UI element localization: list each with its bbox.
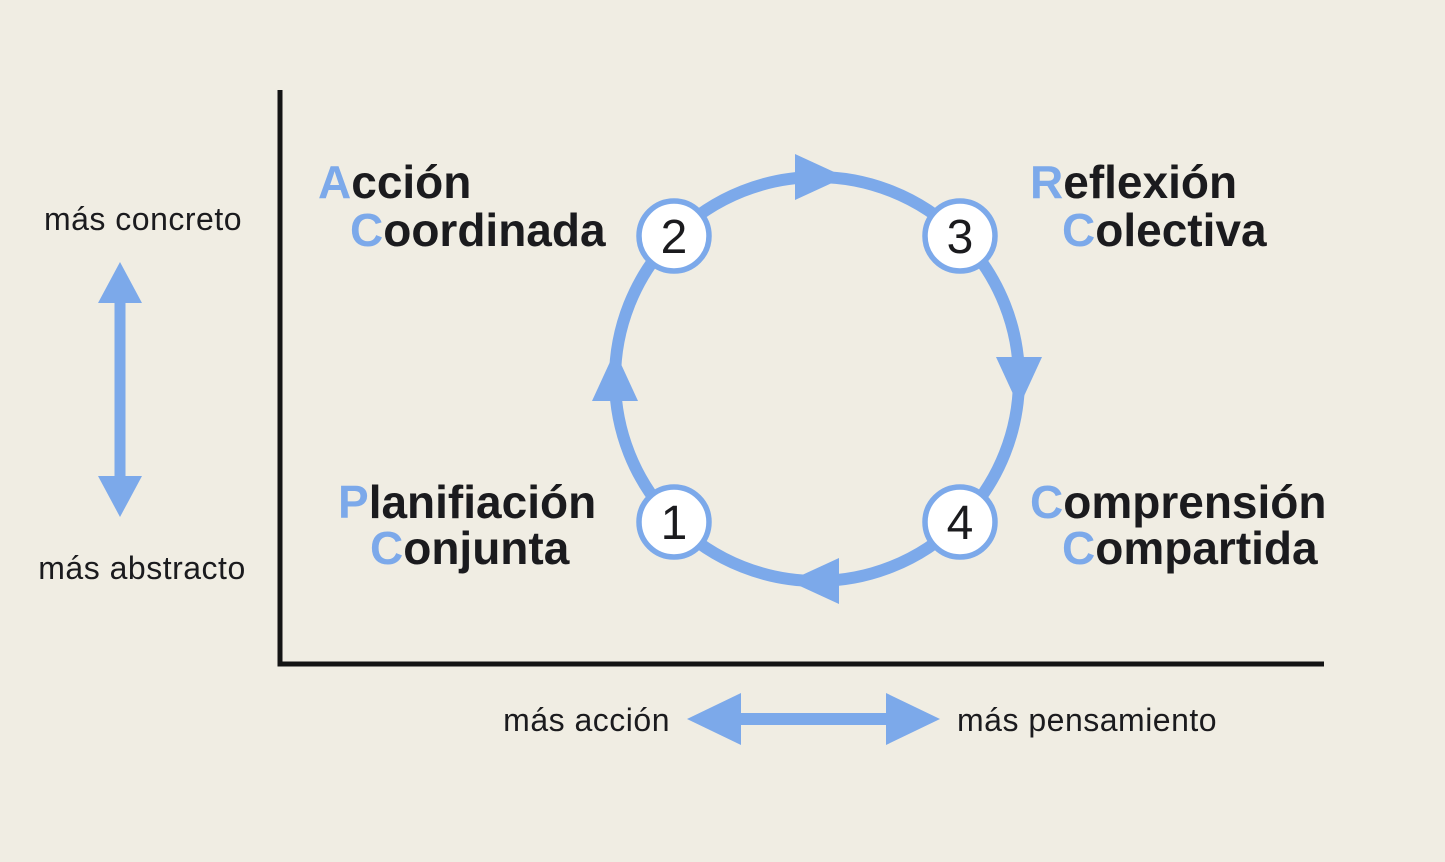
node-2-circle xyxy=(636,198,712,274)
x-axis-left-label: más acción xyxy=(503,702,670,738)
stage-1-line-2: Conjunta xyxy=(370,522,570,574)
stage-label-comprension-compartida: Comprensión Compartida xyxy=(1030,476,1326,574)
horizontal-arrow-right-head-icon xyxy=(886,693,940,745)
stage-2-line-2: Coordinada xyxy=(350,204,606,256)
stage-label-planifiacion-conjunta: Planifiación Conjunta xyxy=(338,476,596,574)
node-4-number: 4 xyxy=(947,497,974,550)
cycle-arrowhead-bottom-icon xyxy=(789,558,839,604)
node-1-number: 1 xyxy=(661,497,688,550)
stage-4-line-2: Compartida xyxy=(1062,522,1318,574)
stage-2-line-2-initial: C xyxy=(350,204,383,256)
stage-2-line-1-rest: cción xyxy=(351,156,471,208)
vertical-axis-arrow-icon xyxy=(98,262,142,517)
stage-3-line-1-initial: R xyxy=(1030,156,1063,208)
stage-3-line-2-rest: olectiva xyxy=(1095,204,1267,256)
stage-3-line-2-initial: C xyxy=(1062,204,1095,256)
node-3-number: 3 xyxy=(947,211,974,264)
cycle-arrowhead-right-icon xyxy=(996,357,1042,407)
stage-3-line-1: Reflexión xyxy=(1030,156,1237,208)
y-axis-bottom-label: más abstracto xyxy=(38,550,245,586)
cycle-node-3: 3 xyxy=(922,198,998,274)
x-axis-right-label: más pensamiento xyxy=(957,702,1217,738)
node-2-number: 2 xyxy=(661,211,688,264)
stage-3-line-2: Colectiva xyxy=(1062,204,1267,256)
vertical-arrow-down-head-icon xyxy=(98,476,142,517)
vertical-arrow-up-head-icon xyxy=(98,262,142,303)
stage-4-line-1-rest: omprensión xyxy=(1063,476,1326,528)
stage-4-line-1: Comprensión xyxy=(1030,476,1326,528)
node-4-circle xyxy=(922,484,998,560)
stage-4-line-2-rest: ompartida xyxy=(1095,522,1318,574)
node-1-circle xyxy=(636,484,712,560)
horizontal-arrow-left-head-icon xyxy=(687,693,741,745)
cycle-arrowhead-top-icon xyxy=(795,154,845,200)
cycle-node-1: 1 xyxy=(636,484,712,560)
stage-4-line-1-initial: C xyxy=(1030,476,1063,528)
y-axis-top-label: más concreto xyxy=(44,201,242,237)
cycle-node-4: 4 xyxy=(922,484,998,560)
axes-lines xyxy=(277,90,1324,667)
stage-2-line-1-initial: A xyxy=(318,156,351,208)
stage-1-line-2-initial: C xyxy=(370,522,403,574)
stage-1-line-1: Planifiación xyxy=(338,476,596,528)
cycle-arrowhead-left-icon xyxy=(592,351,638,401)
stage-label-accion-coordinada: Acción Coordinada xyxy=(318,156,606,256)
horizontal-axis-arrow-icon xyxy=(687,693,940,745)
stage-2-line-2-rest: oordinada xyxy=(383,204,606,256)
stage-1-line-2-rest: onjunta xyxy=(403,522,569,574)
cycle-node-2: 2 xyxy=(636,198,712,274)
stage-1-line-1-rest: lanifiación xyxy=(369,476,596,528)
cycle-ring xyxy=(592,154,1042,604)
stage-2-line-1: Acción xyxy=(318,156,471,208)
stage-3-line-1-rest: eflexión xyxy=(1063,156,1237,208)
node-3-circle xyxy=(922,198,998,274)
stage-1-line-1-initial: P xyxy=(338,476,369,528)
stage-label-reflexion-colectiva: Reflexión Colectiva xyxy=(1030,156,1267,256)
stage-4-line-2-initial: C xyxy=(1062,522,1095,574)
